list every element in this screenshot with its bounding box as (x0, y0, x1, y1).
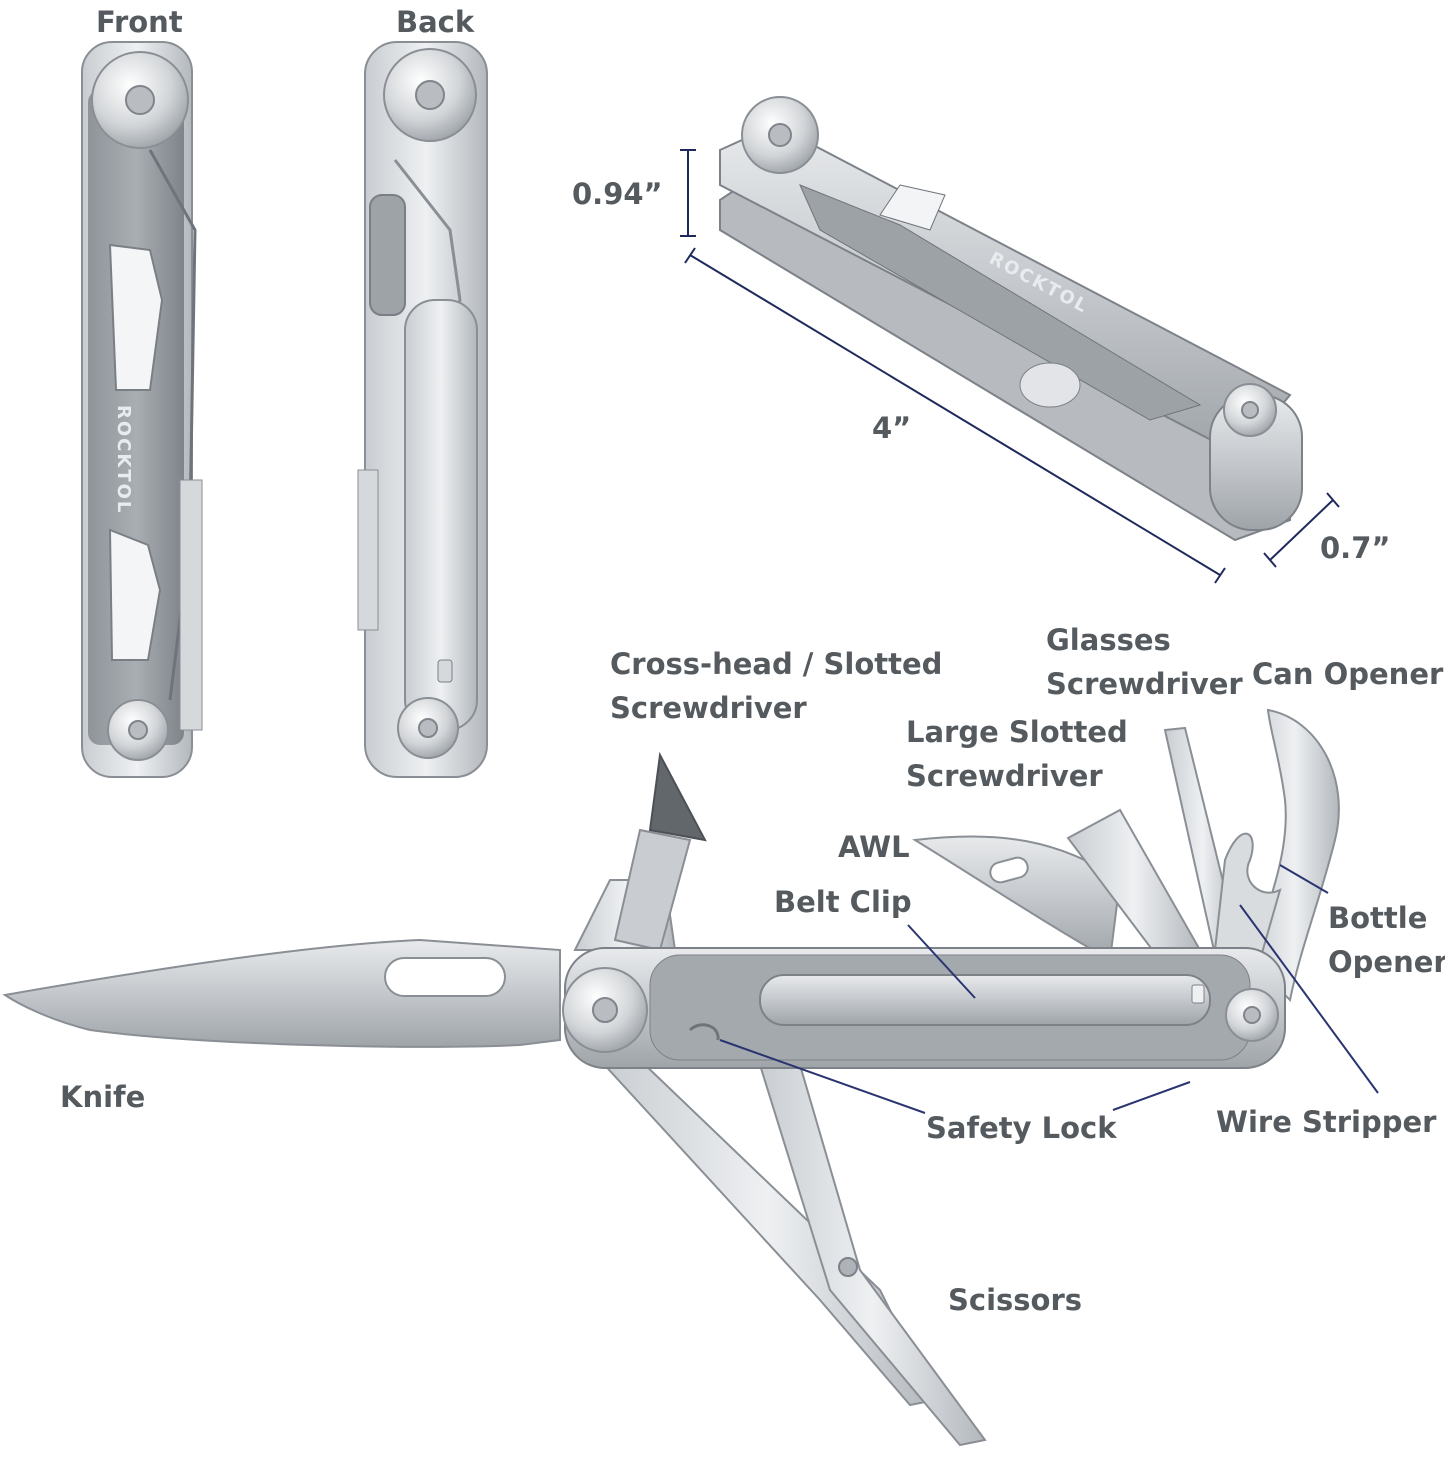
front-view-label: Front (96, 5, 183, 39)
scissors-label: Scissors (948, 1283, 1083, 1317)
dimension-length-label: 4” (872, 411, 912, 445)
knife-label: Knife (60, 1080, 146, 1114)
safety-lock-label: Safety Lock (926, 1111, 1117, 1145)
awl-label: AWL (838, 830, 910, 864)
dimension-height-label: 0.94” (572, 177, 663, 211)
open-tool (2, 708, 1340, 1447)
dimension-lines (680, 149, 1340, 584)
back-view-tool (357, 41, 488, 778)
cross-head-label-line2: Screwdriver (610, 691, 807, 725)
dimension-width-label: 0.7” (1320, 531, 1391, 565)
front-view-tool: ROCKTOL (81, 41, 203, 778)
large-slotted-label-line1: Large Slotted (906, 715, 1128, 749)
glasses-screwdriver-label-line1: Glasses (1046, 623, 1171, 657)
bottle-opener-label-line1: Bottle (1328, 901, 1428, 935)
cross-head-label-line1: Cross-head / Slotted (610, 647, 943, 681)
front-brand-text: ROCKTOL (113, 405, 134, 514)
can-opener-label: Can Opener (1252, 657, 1444, 691)
back-view-label: Back (396, 5, 475, 39)
large-slotted-label-line2: Screwdriver (906, 759, 1103, 793)
belt-clip-label: Belt Clip (774, 885, 912, 919)
closed-tool-isometric: ROCKTOL (719, 96, 1303, 542)
wire-stripper-label: Wire Stripper (1216, 1105, 1437, 1139)
leader-lines (719, 864, 1379, 1114)
glasses-screwdriver-label-line2: Screwdriver (1046, 667, 1243, 701)
bottle-opener-label-line2: Opener (1328, 945, 1445, 979)
